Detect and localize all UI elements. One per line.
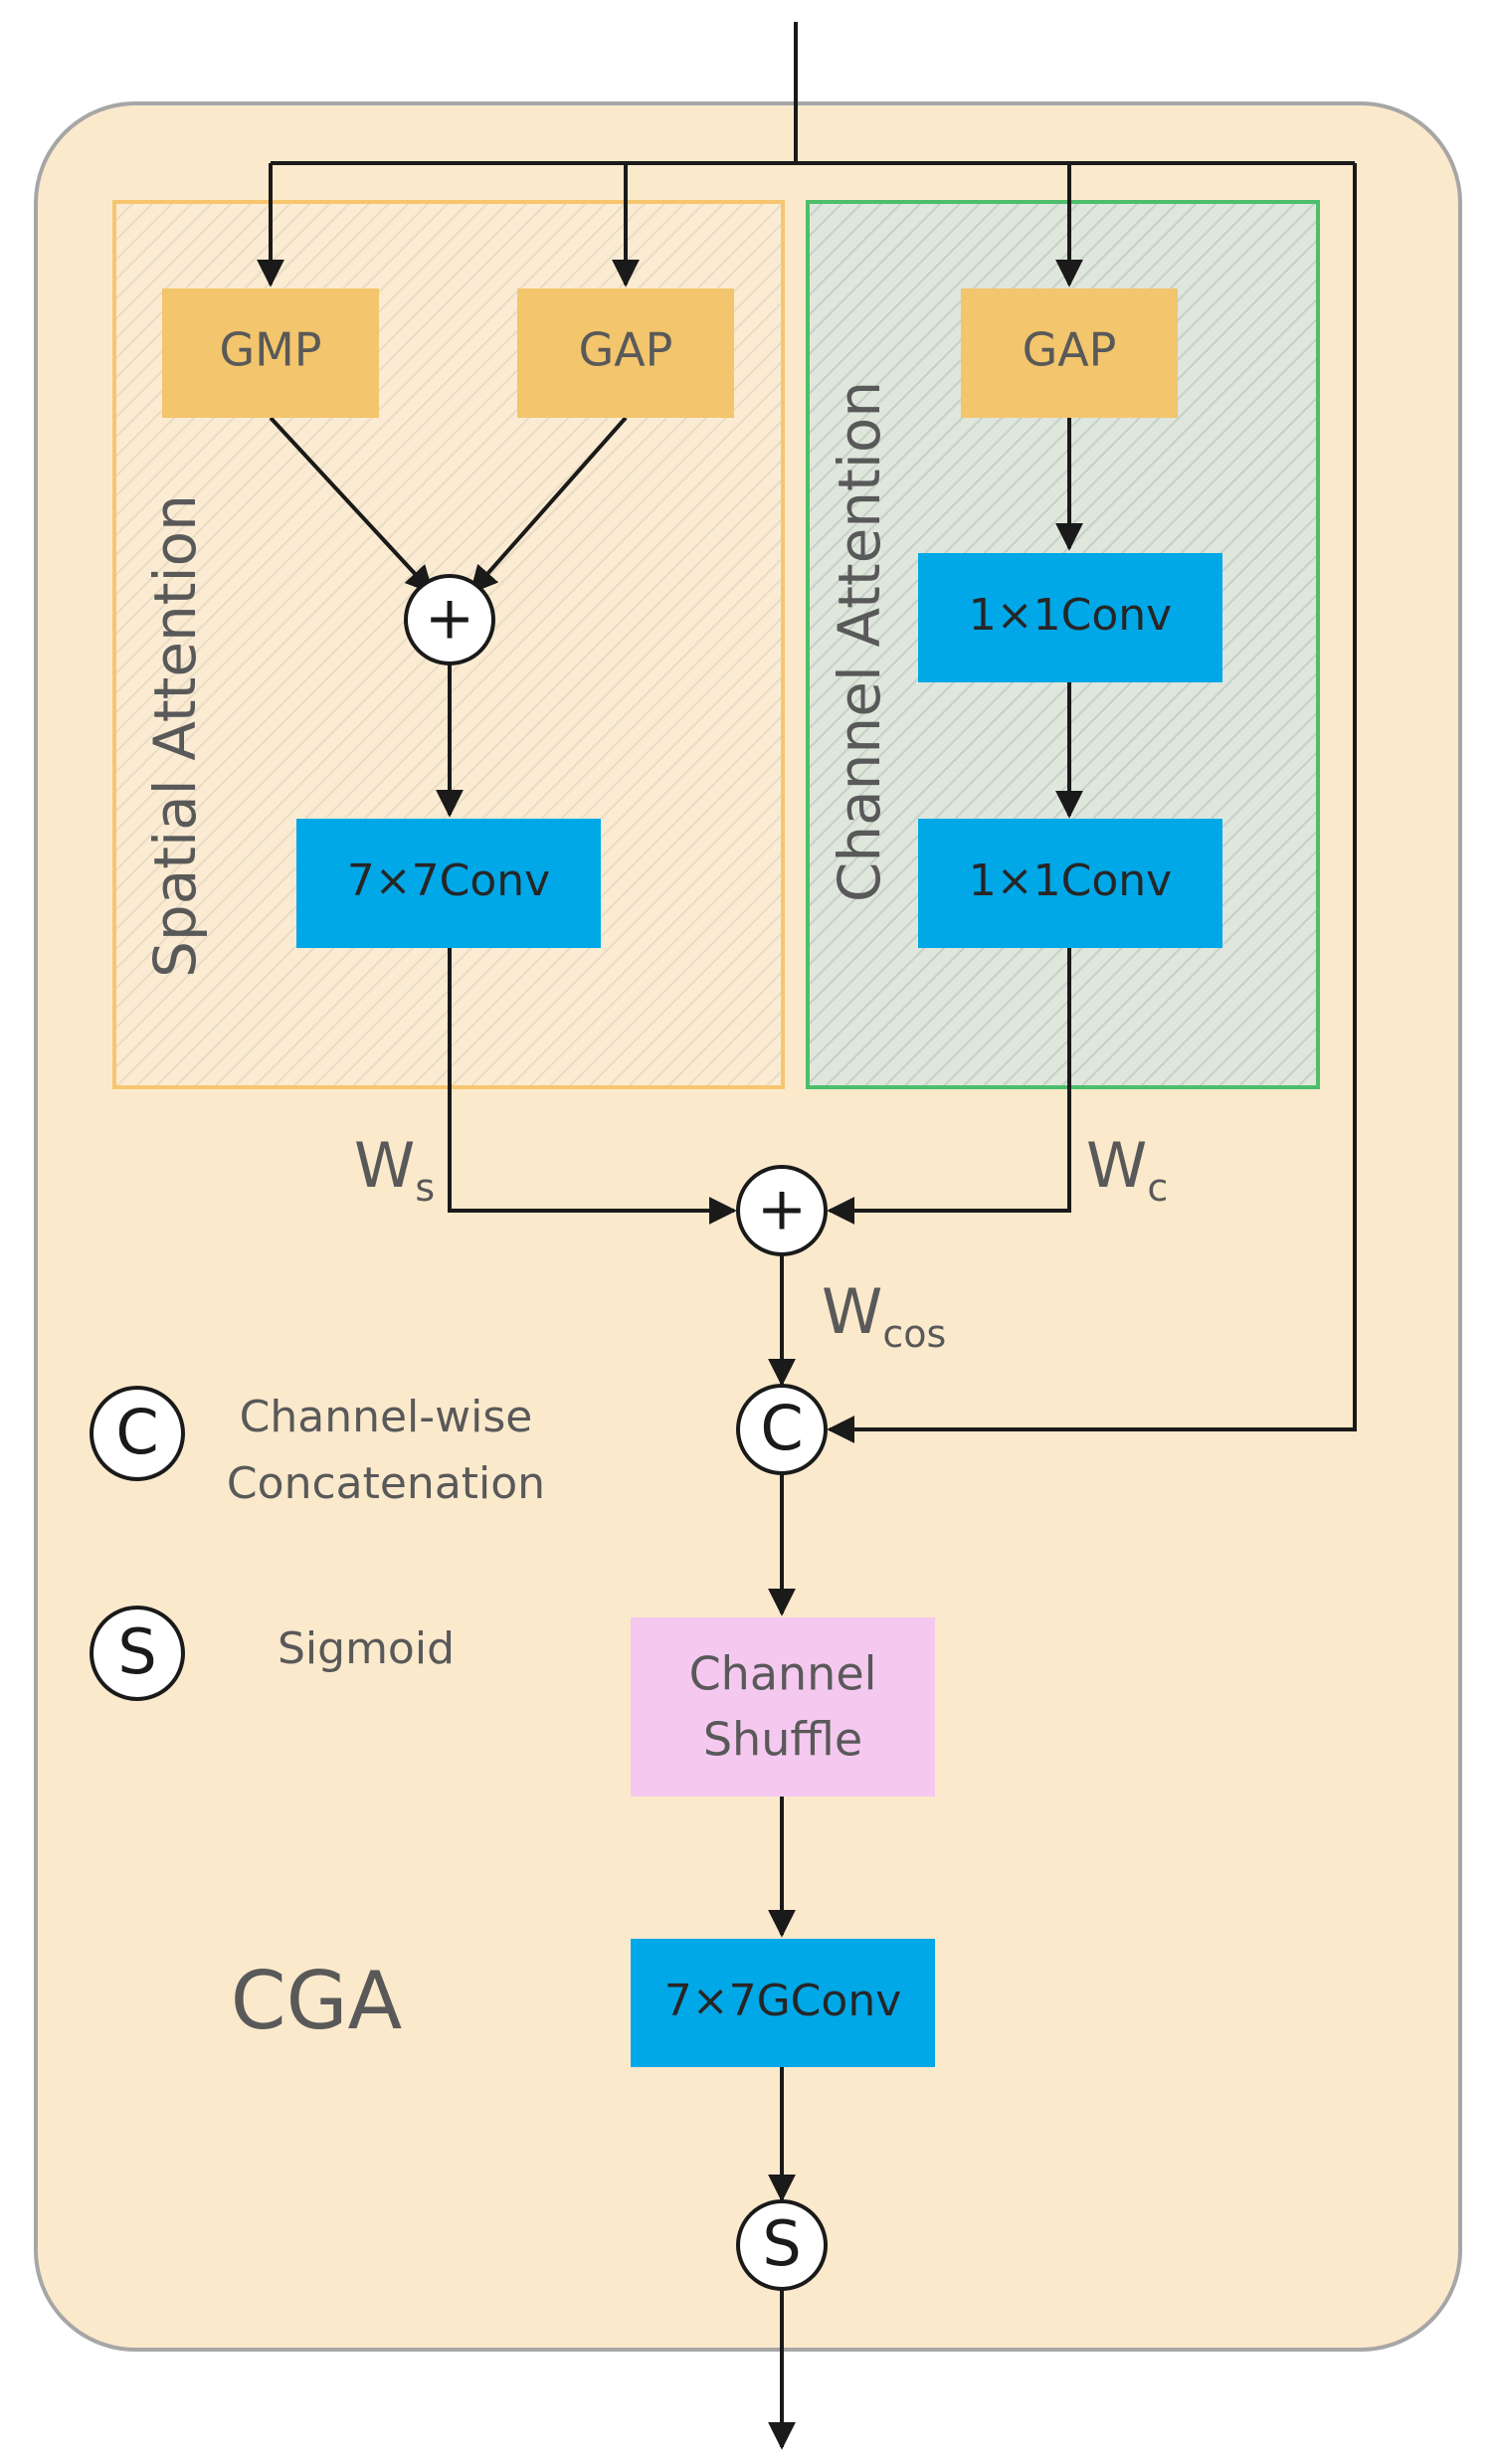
- gconv-node: [631, 1939, 935, 2067]
- spatial-add-symbol: +: [425, 584, 474, 654]
- connectors: [257, 22, 1357, 2450]
- gap-channel-node: [961, 288, 1178, 418]
- gmp-to-plus: [269, 416, 434, 595]
- concat-symbol: C: [760, 1392, 803, 1464]
- spatial-conv-to-merge: [448, 948, 737, 1225]
- channel-shuffle-line2: Shuffle: [703, 1713, 862, 1767]
- sigmoid-symbol: S: [762, 2207, 801, 2280]
- legend-sigmoid-label: Sigmoid: [278, 1623, 455, 1674]
- legend-sigmoid-symbol: S: [117, 1615, 156, 1688]
- channel-attention-title: Channel Attention: [826, 381, 893, 902]
- spatial-conv-label: 7×7Conv: [347, 855, 550, 906]
- wc-label: Wc: [1086, 1129, 1168, 1210]
- legend-sigmoid-icon: [90, 1606, 185, 1701]
- spatial-add-node: [404, 574, 495, 665]
- channel-shuffle-node: [631, 1617, 935, 1797]
- sigmoid-node: [736, 2199, 828, 2291]
- spatial-attention-title: Spatial Attention: [141, 494, 209, 978]
- channel-conv2-node: [918, 819, 1222, 948]
- channel-conv-to-merge: [827, 948, 1071, 1225]
- gap-spatial-node: [517, 288, 734, 418]
- channel-conv2-label: 1×1Conv: [969, 855, 1172, 906]
- skip-connection: [827, 163, 1357, 1443]
- weight-merge-add-node: [736, 1165, 828, 1256]
- channel-conv1-label: 1×1Conv: [969, 590, 1172, 641]
- legend-concat-icon: [90, 1386, 185, 1481]
- gap-spatial-label: GAP: [579, 323, 673, 377]
- legend-concat-line1: Channel-wise: [240, 1392, 533, 1442]
- gmp-node: [162, 288, 379, 418]
- legend-concat-line2: Concatenation: [227, 1458, 545, 1509]
- ws-label: Ws: [354, 1129, 435, 1210]
- module-name: CGA: [231, 1955, 403, 2047]
- gap-to-plus: [469, 416, 628, 595]
- gconv-label: 7×7GConv: [664, 1976, 902, 2026]
- legend-concat-symbol: C: [115, 1396, 158, 1468]
- concat-node: [736, 1384, 828, 1475]
- channel-shuffle-line1: Channel: [689, 1647, 877, 1701]
- gmp-label: GMP: [219, 323, 321, 377]
- wcos-label: Wcos: [822, 1275, 946, 1356]
- gap-channel-label: GAP: [1023, 323, 1117, 377]
- spatial-conv-node: [296, 819, 601, 948]
- channel-conv1-node: [918, 553, 1222, 682]
- weight-merge-add-symbol: +: [757, 1175, 807, 1244]
